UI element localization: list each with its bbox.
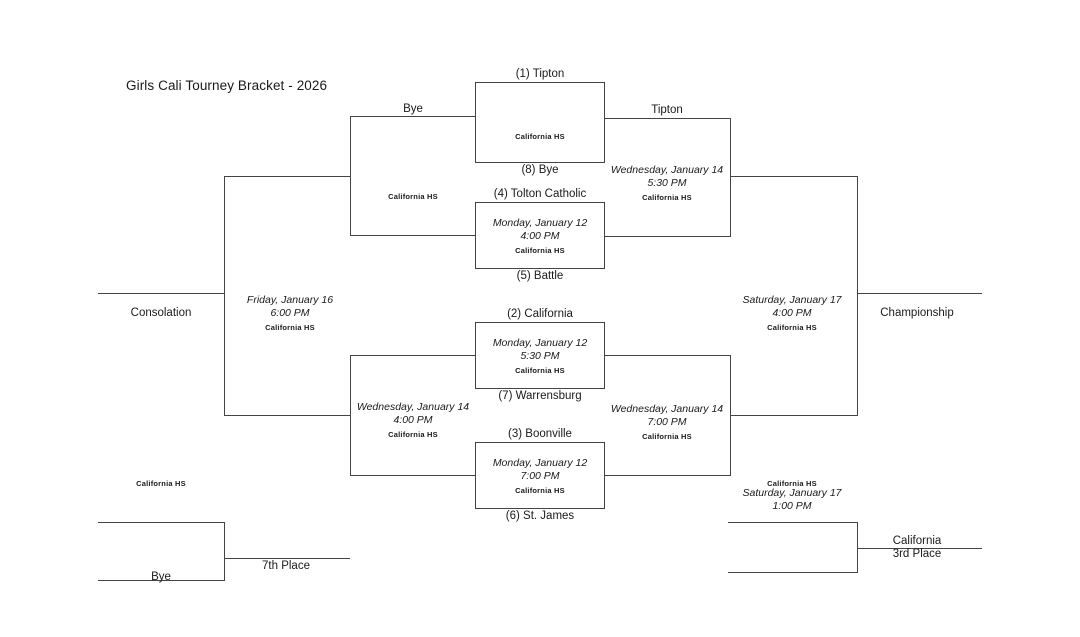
qf3-box-left: [475, 322, 476, 389]
semi-lower-info: Wednesday, January 14 7:00 PM California…: [611, 403, 723, 441]
cons-lower-bottom: [350, 475, 475, 476]
final-info: Saturday, January 17 4:00 PM California …: [742, 294, 841, 332]
semi-upper-top: [604, 118, 730, 119]
semi-upper-time: 5:30 PM: [647, 177, 687, 190]
final-venue: California HS: [767, 322, 817, 332]
qf2-bottom-team: (5) Battle: [516, 270, 564, 282]
qf2-game-info: Monday, January 12 4:00 PM California HS: [493, 217, 587, 255]
qf2-box-left: [475, 202, 476, 269]
qf1-box-right: [604, 82, 605, 163]
semi-upper-output: [730, 176, 857, 177]
consolation-spine: [224, 176, 225, 416]
seventh-output: [224, 558, 350, 559]
semi-lower-top: [604, 355, 730, 356]
final-output: [857, 293, 982, 294]
cons-upper-bottom: [350, 235, 475, 236]
consolation-label: Consolation: [130, 307, 192, 319]
third-place-date: Saturday, January 17: [742, 487, 842, 499]
third-place-info: Saturday, January 17 1:00 PM: [742, 487, 841, 514]
consolation-info: Friday, January 16 6:00 PM California HS: [247, 294, 333, 332]
qf3-top-team: (2) California: [507, 308, 573, 320]
championship-label: Championship: [880, 307, 954, 319]
qf3-bottom-team: (7) Warrensburg: [498, 390, 582, 402]
consolation-output: [98, 293, 225, 294]
cons-upper-output: [224, 176, 351, 177]
qf1-venue: California HS: [515, 132, 565, 141]
cons-lower-top: [350, 355, 475, 356]
semi-upper-date: Wednesday, January 14: [610, 164, 724, 176]
seventh-box-top: [98, 522, 225, 523]
cons-lower-venue: California HS: [388, 429, 438, 439]
third-place-time: 1:00 PM: [772, 500, 812, 513]
qf2-time: 4:00 PM: [520, 230, 560, 243]
cons-upper-label: Bye: [403, 103, 423, 115]
semi-lower-output: [730, 415, 857, 416]
semi-lower-venue: California HS: [642, 431, 692, 441]
cons-upper-venue: California HS: [388, 192, 438, 201]
qf2-box-bottom: [475, 268, 604, 269]
qf2-venue: California HS: [515, 245, 565, 255]
qf2-box-top: [475, 202, 604, 203]
cons-lower-time: 4:00 PM: [393, 414, 433, 427]
qf3-time: 5:30 PM: [520, 350, 560, 363]
third-box-right: [857, 522, 858, 573]
qf3-date: Monday, January 12: [492, 337, 588, 349]
qf4-time: 7:00 PM: [520, 470, 560, 483]
consolation-date: Friday, January 16: [246, 294, 334, 306]
semi-upper-info: Wednesday, January 14 5:30 PM California…: [611, 164, 723, 202]
qf1-box-left: [475, 82, 476, 163]
consolation-venue: California HS: [265, 322, 315, 332]
cons-upper-top: [350, 116, 475, 117]
semi-upper-winner: Tipton: [651, 104, 683, 116]
seventh-place-entrant: Bye: [151, 571, 171, 583]
qf1-box-bottom: [475, 162, 604, 163]
qf2-date: Monday, January 12: [492, 217, 588, 229]
qf4-box-bottom: [475, 508, 604, 509]
qf1-top-team: (1) Tipton: [515, 68, 565, 80]
cons-lower-output: [224, 415, 351, 416]
qf4-bottom-team: (6) St. James: [505, 510, 575, 522]
qf4-top-team: (3) Boonville: [508, 428, 572, 440]
semi-lower-date: Wednesday, January 14: [610, 403, 724, 415]
third-place-venue: California HS: [767, 479, 817, 488]
third-place-label: 3rd Place: [892, 548, 942, 560]
consolation-time: 6:00 PM: [270, 307, 310, 320]
qf2-box-right: [604, 202, 605, 269]
third-place-winner: California: [892, 535, 942, 547]
final-time: 4:00 PM: [772, 307, 812, 320]
final-date: Saturday, January 17: [742, 294, 842, 306]
page-title: Girls Cali Tourney Bracket - 2026: [126, 78, 328, 93]
final-spine: [857, 176, 858, 416]
qf1-box-top: [475, 82, 604, 83]
seventh-box-right: [224, 522, 225, 581]
qf4-venue: California HS: [515, 485, 565, 495]
third-output: [857, 548, 982, 549]
qf3-box-top: [475, 322, 604, 323]
qf1-bottom-team: (8) Bye: [521, 164, 559, 176]
qf2-top-team: (4) Tolton Catholic: [493, 188, 587, 200]
cons-lower-info: Wednesday, January 14 4:00 PM California…: [357, 401, 469, 439]
third-box-bottom: [728, 572, 858, 573]
qf3-venue: California HS: [515, 365, 565, 375]
qf3-box-bottom: [475, 388, 604, 389]
qf4-game-info: Monday, January 12 7:00 PM California HS: [493, 457, 587, 495]
qf4-date: Monday, January 12: [492, 457, 588, 469]
semi-lower-time: 7:00 PM: [647, 416, 687, 429]
cons-lower-date: Wednesday, January 14: [356, 401, 470, 413]
qf4-box-left: [475, 442, 476, 509]
semi-upper-right: [730, 118, 731, 237]
qf3-game-info: Monday, January 12 5:30 PM California HS: [493, 337, 587, 375]
seventh-place-label: 7th Place: [262, 560, 310, 572]
semi-upper-bottom: [604, 236, 730, 237]
seventh-box-bottom: [98, 580, 225, 581]
seventh-place-venue: California HS: [136, 479, 186, 488]
third-box-top: [728, 522, 858, 523]
qf4-box-top: [475, 442, 604, 443]
semi-upper-venue: California HS: [642, 192, 692, 202]
semi-lower-bottom: [604, 475, 730, 476]
